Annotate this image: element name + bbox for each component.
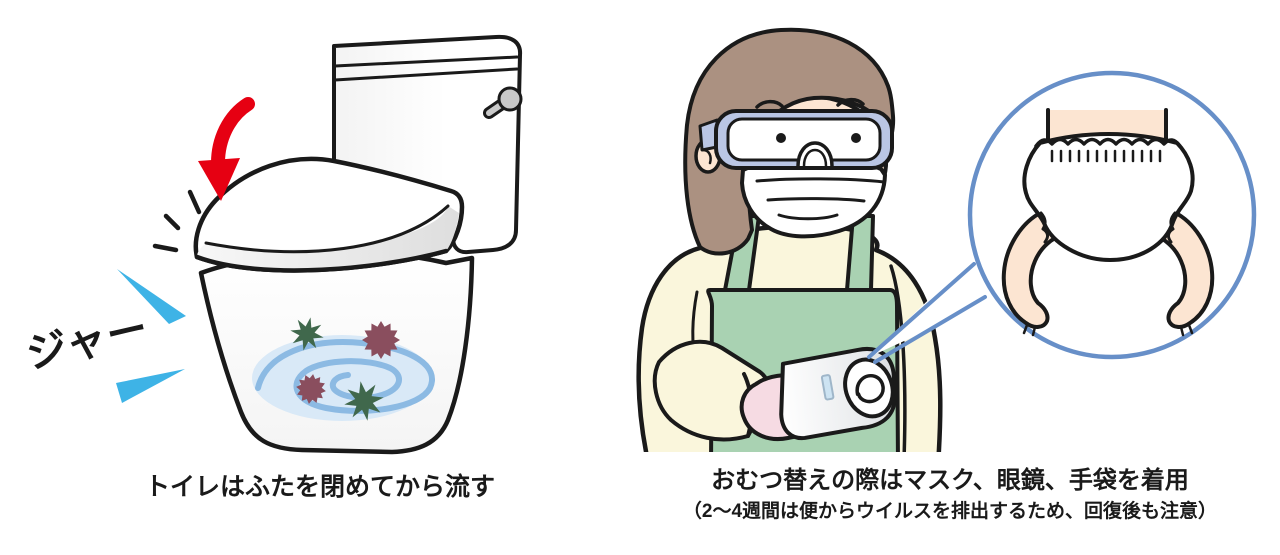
virus-icon — [296, 374, 326, 404]
speech-bubble-icon — [867, 70, 1257, 364]
right-caption-line2: （2～4週間は便からウイルスを排出するため、回復後も注意） — [682, 501, 1218, 522]
water-swirl-icon — [252, 335, 435, 421]
right-caption: おむつ替えの際はマスク、眼鏡、手袋を着用 （2～4週間は便からウイルスを排出する… — [636, 466, 1264, 524]
splash-icon — [116, 269, 186, 403]
eyes — [776, 133, 861, 143]
diaper-roll-icon — [779, 346, 897, 441]
toilet-bowl — [198, 249, 475, 455]
eyebrows — [755, 97, 865, 109]
virus-icon — [290, 317, 324, 351]
virus-icon — [344, 381, 384, 421]
close-lid-arrow-icon — [198, 97, 255, 201]
right-caption-line1: おむつ替えの際はマスク、眼鏡、手袋を着用 — [711, 467, 1189, 494]
toilet-icon — [116, 34, 523, 455]
left-caption: トイレはふたを閉めてから流す — [144, 473, 495, 501]
toilet-lid — [193, 156, 465, 273]
safety-goggles-icon — [714, 109, 894, 170]
baby-diaper-icon — [1001, 108, 1215, 337]
flush-handle-icon — [483, 86, 523, 119]
caregiver-icon — [636, 27, 943, 452]
impact-lines-icon — [152, 189, 202, 253]
virus-icon — [362, 321, 400, 359]
